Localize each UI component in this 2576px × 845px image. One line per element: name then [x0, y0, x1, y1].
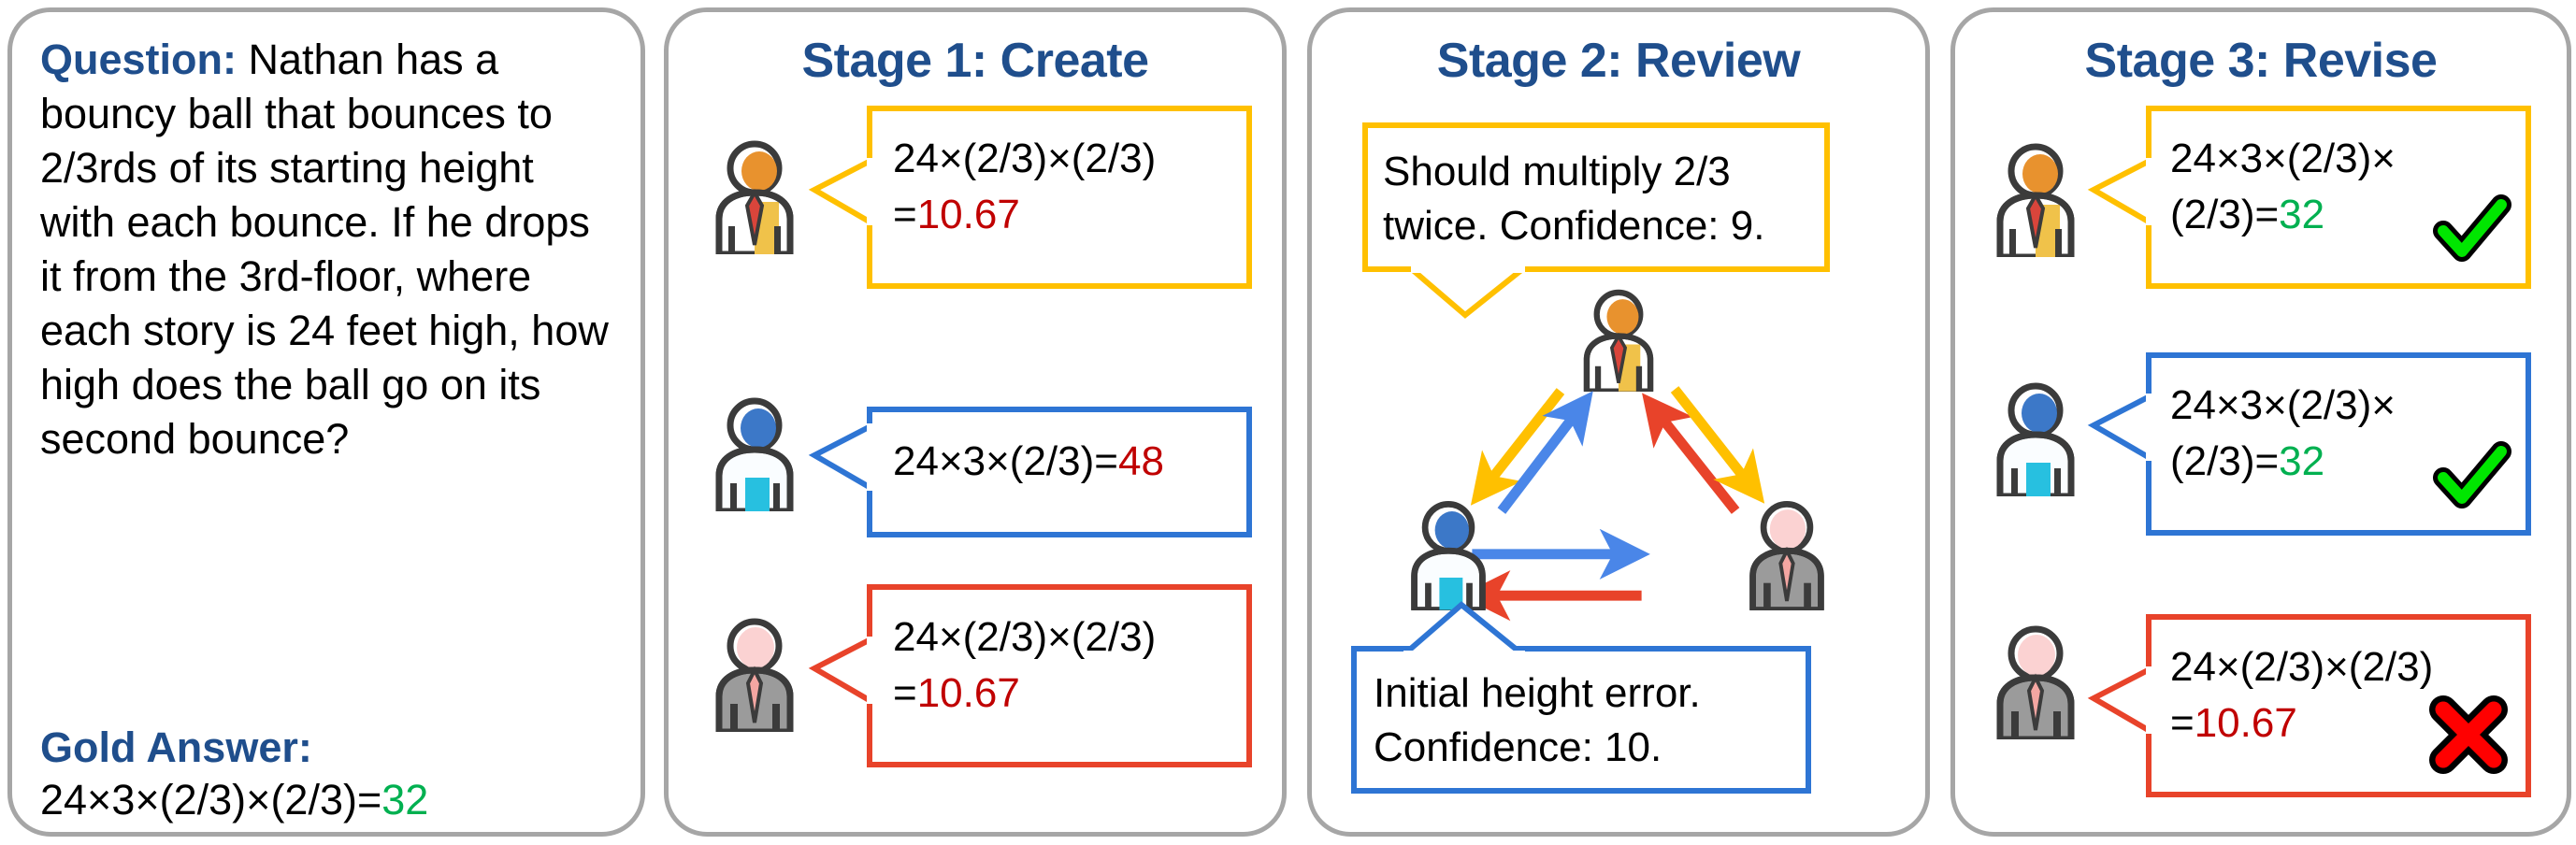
stage1-yellow-line2: =10.67: [893, 188, 1020, 241]
speech-tail-yellow-2: [1411, 266, 1525, 319]
stage3-yellow-line2: (2/3)=32: [2170, 188, 2324, 241]
stage1-bubble-yellow: 24×(2/3)×(2/3) =10.67: [808, 106, 1252, 289]
stage3-blue-value: 32: [2279, 438, 2325, 484]
speech-tail-blue-3: [2087, 393, 2155, 462]
stage1-yellow-value: 10.67: [916, 192, 1020, 237]
stage3-bubble-blue: 24×3×(2/3)× (2/3)=32: [2087, 352, 2531, 536]
stage3-blue-line1: 24×3×(2/3)×: [2170, 382, 2396, 428]
stage1-red-value: 10.67: [916, 670, 1020, 716]
stage2-panel: Stage 2: Review Should multiply 2/3 twic…: [1307, 7, 1930, 837]
gold-answer-block: Gold Answer: 24×3×(2/3)×(2/3)=32: [40, 723, 428, 826]
check-mark-icon: [2432, 437, 2512, 517]
stage2-blue-line2: Confidence: 10.: [1374, 724, 1662, 770]
speech-tail-yellow-1: [808, 157, 876, 226]
speech-tail-red-1: [808, 636, 876, 705]
stage3-blue-eq: (2/3)=: [2170, 438, 2280, 484]
stage2-yellow-line2: twice. Confidence: 9.: [1383, 203, 1765, 249]
speech-tail-red-3: [2087, 666, 2155, 735]
arrow-red-up-left: [1642, 393, 1740, 514]
stage2-bubble-blue: Initial height error. Confidence: 10.: [1351, 601, 1811, 794]
gold-answer-value: 32: [381, 775, 429, 824]
question-body: Nathan has a bouncy ball that bounces to…: [40, 36, 609, 464]
stage2-yellow-line1: Should multiply 2/3: [1383, 149, 1731, 194]
stage3-red-value: 10.67: [2194, 700, 2297, 746]
stage2-blue-line1: Initial height error.: [1374, 670, 1701, 716]
stage1-panel: Stage 1: Create 24×(2/3)×(2/3) =10.67: [664, 7, 1287, 837]
avatar-person-pink-grey-suit-revise: [1991, 625, 2080, 739]
question-label: Question:: [40, 36, 237, 83]
stage3-bubble-red: 24×(2/3)×(2/3) =10.67: [2087, 614, 2531, 797]
stage1-blue-value: 48: [1117, 438, 1164, 484]
avatar-person-orange-tie-revise: [1991, 143, 2080, 257]
stage1-yellow-line1: 24×(2/3)×(2/3): [893, 136, 1157, 181]
gold-answer-expression: 24×3×(2/3)×(2/3)=32: [40, 774, 428, 826]
stage3-bubble-yellow: 24×3×(2/3)× (2/3)=32: [2087, 106, 2531, 289]
avatar-person-blue-plain: [710, 397, 799, 511]
stage3-title: Stage 3: Revise: [2084, 34, 2438, 88]
avatar-person-blue-plain-revise: [1991, 382, 2080, 496]
stage1-bubble-blue: 24×3×(2/3)=48: [808, 407, 1252, 537]
question-panel: Question: Nathan has a bouncy ball that …: [7, 7, 645, 837]
question-text-block: Question: Nathan has a bouncy ball that …: [40, 33, 616, 466]
stage1-red-line1: 24×(2/3)×(2/3): [893, 614, 1157, 660]
cross-mark-icon: [2428, 695, 2509, 775]
stage3-panel: Stage 3: Revise 24×3×(2/3)× (2/3)=32: [1950, 7, 2571, 837]
stage1-blue-line1: 24×3×(2/3)=48: [893, 435, 1164, 488]
stage3-blue-line2: (2/3)=32: [2170, 435, 2324, 488]
stage3-yellow-eq: (2/3)=: [2170, 192, 2280, 237]
stage1-red-eq: =: [893, 670, 917, 716]
speech-tail-blue-1: [808, 422, 876, 492]
stage3-yellow-line1: 24×3×(2/3)×: [2170, 136, 2396, 181]
arrow-yellow-down-right: [1670, 386, 1765, 504]
avatar-person-pink-grey-suit-review: [1744, 500, 1830, 610]
gold-expression-text: 24×3×(2/3)×(2/3)=: [40, 775, 382, 824]
stage2-title: Stage 2: Review: [1436, 34, 1801, 88]
gold-answer-label: Gold Answer:: [40, 723, 312, 771]
stage2-bubble-yellow: Should multiply 2/3 twice. Confidence: 9…: [1362, 122, 1830, 319]
stage1-yellow-eq: =: [893, 192, 917, 237]
avatar-person-orange-tie-review: [1578, 289, 1659, 392]
arrow-blue-up-right: [1497, 391, 1593, 514]
stage1-bubble-red: 24×(2/3)×(2/3) =10.67: [808, 584, 1252, 767]
stage3-red-line1: 24×(2/3)×(2/3): [2170, 644, 2434, 690]
speech-tail-blue-2: [1403, 601, 1525, 657]
avatar-person-orange-tie: [710, 140, 799, 254]
arrow-yellow-down-left: [1470, 388, 1565, 506]
stage1-blue-expr: 24×3×(2/3)=: [893, 438, 1118, 484]
speech-tail-yellow-3: [2087, 157, 2155, 226]
stage3-yellow-value: 32: [2279, 192, 2325, 237]
check-mark-icon: [2432, 190, 2512, 270]
avatar-person-blue-plain-review: [1405, 500, 1491, 610]
stage3-red-line2: =10.67: [2170, 696, 2297, 750]
stage1-red-line2: =10.67: [893, 666, 1020, 720]
stage1-title: Stage 1: Create: [801, 34, 1149, 88]
avatar-person-pink-grey-suit: [710, 618, 799, 732]
stage3-red-eq: =: [2170, 700, 2195, 746]
